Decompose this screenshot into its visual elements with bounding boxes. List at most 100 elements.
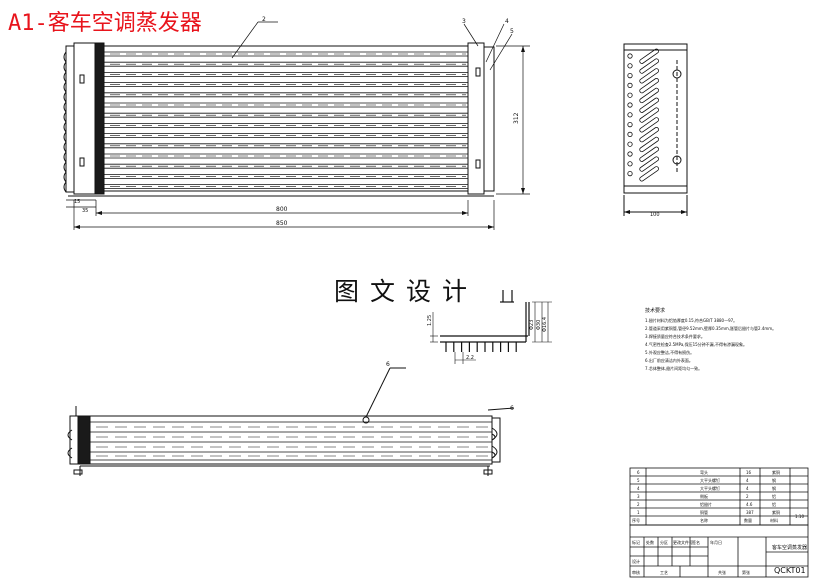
side-hole [627, 122, 633, 128]
bom-header-material: 材料 [770, 517, 778, 523]
side-slot [639, 78, 660, 94]
side-slot [639, 107, 660, 123]
tech-note-line: 4.气密性检查2.5MPa,保压15分钟不漏,不得有渗漏现象。 [645, 341, 747, 347]
tb-bottom-label: 工艺 [660, 570, 668, 575]
side-slot [639, 166, 660, 182]
side-hole [627, 151, 633, 157]
bom-material: 钢 [772, 477, 776, 483]
side-slot [639, 87, 660, 104]
tech-notes: 技术要求 1.翅片材料为铝箔厚度0.15,符合GB/T 3880—97。 2.管… [645, 307, 776, 371]
dim-100: 100 [650, 212, 660, 218]
callout-6: 6 [386, 361, 390, 368]
bom-no: 6 [637, 470, 640, 475]
bom-name: 铝翅片 [700, 501, 712, 507]
bom-no: 1 [637, 510, 640, 515]
side-hole [627, 102, 633, 108]
dim-tube-3: Φ16.4 [542, 317, 548, 332]
side-slot [639, 127, 660, 143]
side-hole [627, 171, 633, 177]
side-hole [627, 63, 633, 69]
bom-material: 铝 [772, 501, 776, 507]
side-slot [639, 68, 660, 84]
front-dimension-arrows [74, 46, 525, 229]
dim-tube-2: Φ30 [536, 320, 542, 330]
bom-header-qty: 数量 [744, 517, 752, 523]
bom-name: 弯头 [700, 469, 708, 475]
tech-note-line: 2.管道采用紫铜管,管径9.52mm,壁厚0.35mm,胀管后翅片与管2.4mm… [645, 325, 776, 331]
left-tube-plate [94, 42, 105, 195]
tech-note-line: 6.出厂前应清洁内外表面。 [645, 357, 693, 363]
tb-bottom-label: 设计 [632, 558, 640, 564]
drawing-watermark-title: A1-客车空调蒸发器 [8, 11, 202, 36]
bom-qty: 4 [746, 478, 749, 483]
side-view-slots [627, 48, 682, 182]
side-hole [627, 161, 633, 167]
side-slot [639, 136, 660, 153]
side-hole [627, 73, 633, 79]
mounting-hole [672, 69, 682, 79]
side-slot [639, 117, 660, 133]
dim-tube-1: Φ23 [529, 320, 535, 330]
tb-label: 处数 [646, 539, 654, 545]
dim-fin-height: 1.25 [427, 315, 433, 326]
tb-label: 签名 [692, 539, 700, 545]
bom-qty: 387 [746, 510, 754, 515]
callout-4: 4 [505, 18, 509, 25]
side-hole [627, 92, 633, 98]
dim-312: 312 [513, 112, 520, 124]
bom-no: 4 [637, 486, 640, 491]
callout-3: 3 [462, 18, 466, 25]
side-hole [627, 112, 633, 118]
tech-note-line: 1.翅片材料为铝箔厚度0.15,符合GB/T 3880—97。 [645, 317, 737, 323]
bom-material: 钢 [772, 485, 776, 491]
bom-name: 大平头螺钉 [700, 485, 720, 491]
side-slot [639, 146, 660, 162]
bom-material: 铝 [772, 493, 776, 499]
side-dimension-arrows [624, 210, 687, 214]
tb-label: 标记 [632, 539, 640, 545]
bottom-tube-rows [90, 421, 492, 461]
bom-header-no: 序号 [632, 517, 640, 523]
tb-label: 更改文件号 [673, 539, 693, 545]
bom-qty: 2 [746, 494, 749, 499]
title-block [629, 524, 809, 578]
scale-label: 1:10 [795, 514, 804, 519]
bottom-view [67, 367, 515, 476]
bom-material: 紫铜 [772, 469, 780, 475]
callout-6b: 6 [510, 405, 514, 412]
bom-material: 紫铜 [772, 509, 780, 515]
dim-850: 850 [276, 220, 288, 227]
tb-label: 分区 [660, 539, 668, 545]
tb-bottom-label: 审核 [632, 569, 640, 575]
tech-note-line: 3.焊接质量应符合技术条件要求。 [645, 333, 705, 339]
tech-note-line: 5.外观应整洁,不得有损伤。 [645, 349, 694, 355]
side-slot [639, 58, 660, 74]
side-hole [627, 141, 633, 147]
side-slot [639, 48, 660, 64]
side-slot [639, 97, 660, 113]
drawing-number: QCKT01 [774, 566, 806, 575]
bom-qty: 16 [746, 470, 752, 475]
callout-2: 2 [262, 16, 266, 23]
side-hole [627, 82, 633, 89]
dim-800: 800 [276, 206, 288, 213]
bom-name: 侧板 [700, 493, 708, 499]
tb-bottom-label: 共张 [718, 569, 726, 575]
front-tube-rows [104, 51, 468, 190]
dim-35: 35 [82, 208, 88, 214]
side-view [623, 43, 688, 216]
design-stamp: 图文设计 [334, 277, 479, 306]
side-slot [639, 156, 660, 172]
fin-teeth [445, 342, 517, 352]
bom-no: 2 [637, 502, 640, 507]
bom-name: 大平头螺钉 [700, 477, 720, 483]
tb-label: 年月日 [710, 539, 722, 545]
callout-5: 5 [510, 28, 514, 35]
bom-qty: 4.6 [746, 502, 753, 507]
side-hole [627, 53, 633, 59]
dim-fin-pitch: 2.2 [466, 355, 474, 361]
bom-qty: 4 [746, 486, 749, 491]
